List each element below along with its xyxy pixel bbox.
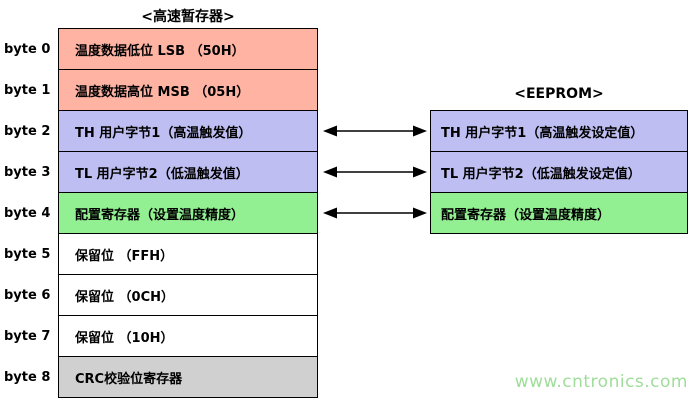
bidirectional-arrow <box>323 207 427 219</box>
table-row: byte 5 保留位 （FFH） <box>2 233 318 275</box>
scratchpad-cell: 温度数据低位 LSB （50H） <box>58 28 318 70</box>
scratchpad-cell: 配置寄存器（设置温度精度） <box>58 192 318 234</box>
scratchpad-table: byte 0 温度数据低位 LSB （50H） byte 1 温度数据高位 MS… <box>2 28 318 398</box>
table-row: byte 6 保留位 （0CH） <box>2 274 318 316</box>
eeprom-cell: 配置寄存器（设置温度精度） <box>430 192 688 234</box>
scratchpad-cell: 保留位 （0CH） <box>58 274 318 316</box>
table-row: byte 7 保留位 （10H） <box>2 315 318 357</box>
eeprom-cell: TL 用户字节2（低温触发设定值） <box>430 151 688 193</box>
byte-label: byte 1 <box>4 82 51 98</box>
bidirectional-arrow <box>323 166 427 178</box>
scratchpad-cell: 保留位 （10H） <box>58 315 318 357</box>
byte-label: byte 4 <box>4 205 51 221</box>
byte-label: byte 8 <box>4 369 51 385</box>
bidirectional-arrow <box>323 125 427 137</box>
byte-label: byte 2 <box>4 123 51 139</box>
table-row: byte 2 TH 用户字节1（高温触发值） <box>2 110 318 152</box>
table-row: byte 3 TL 用户字节2（低温触发值） <box>2 151 318 193</box>
table-row: byte 0 温度数据低位 LSB （50H） <box>2 28 318 70</box>
byte-label: byte 0 <box>4 41 51 57</box>
scratchpad-cell: 保留位 （FFH） <box>58 233 318 275</box>
table-row: byte 4 配置寄存器（设置温度精度） <box>2 192 318 234</box>
table-row: byte 8 CRC校验位寄存器 <box>2 356 318 398</box>
byte-label: byte 6 <box>4 287 51 303</box>
byte-label: byte 5 <box>4 246 51 262</box>
table-row: TH 用户字节1（高温触发设定值） <box>430 110 688 152</box>
table-row: TL 用户字节2（低温触发设定值） <box>430 151 688 193</box>
scratchpad-cell: CRC校验位寄存器 <box>58 356 318 398</box>
byte-label: byte 3 <box>4 164 51 180</box>
watermark: www.cntronics.com <box>514 372 688 392</box>
scratchpad-cell: TH 用户字节1（高温触发值） <box>58 110 318 152</box>
eeprom-title: <EEPROM> <box>514 86 604 102</box>
table-row: 配置寄存器（设置温度精度） <box>430 192 688 234</box>
table-row: byte 1 温度数据高位 MSB （05H） <box>2 69 318 111</box>
scratchpad-cell: TL 用户字节2（低温触发值） <box>58 151 318 193</box>
eeprom-table: TH 用户字节1（高温触发设定值） TL 用户字节2（低温触发设定值） 配置寄存… <box>430 110 688 234</box>
scratchpad-title: <高速暂存器> <box>141 9 235 25</box>
eeprom-cell: TH 用户字节1（高温触发设定值） <box>430 110 688 152</box>
byte-label: byte 7 <box>4 328 51 344</box>
scratchpad-cell: 温度数据高位 MSB （05H） <box>58 69 318 111</box>
